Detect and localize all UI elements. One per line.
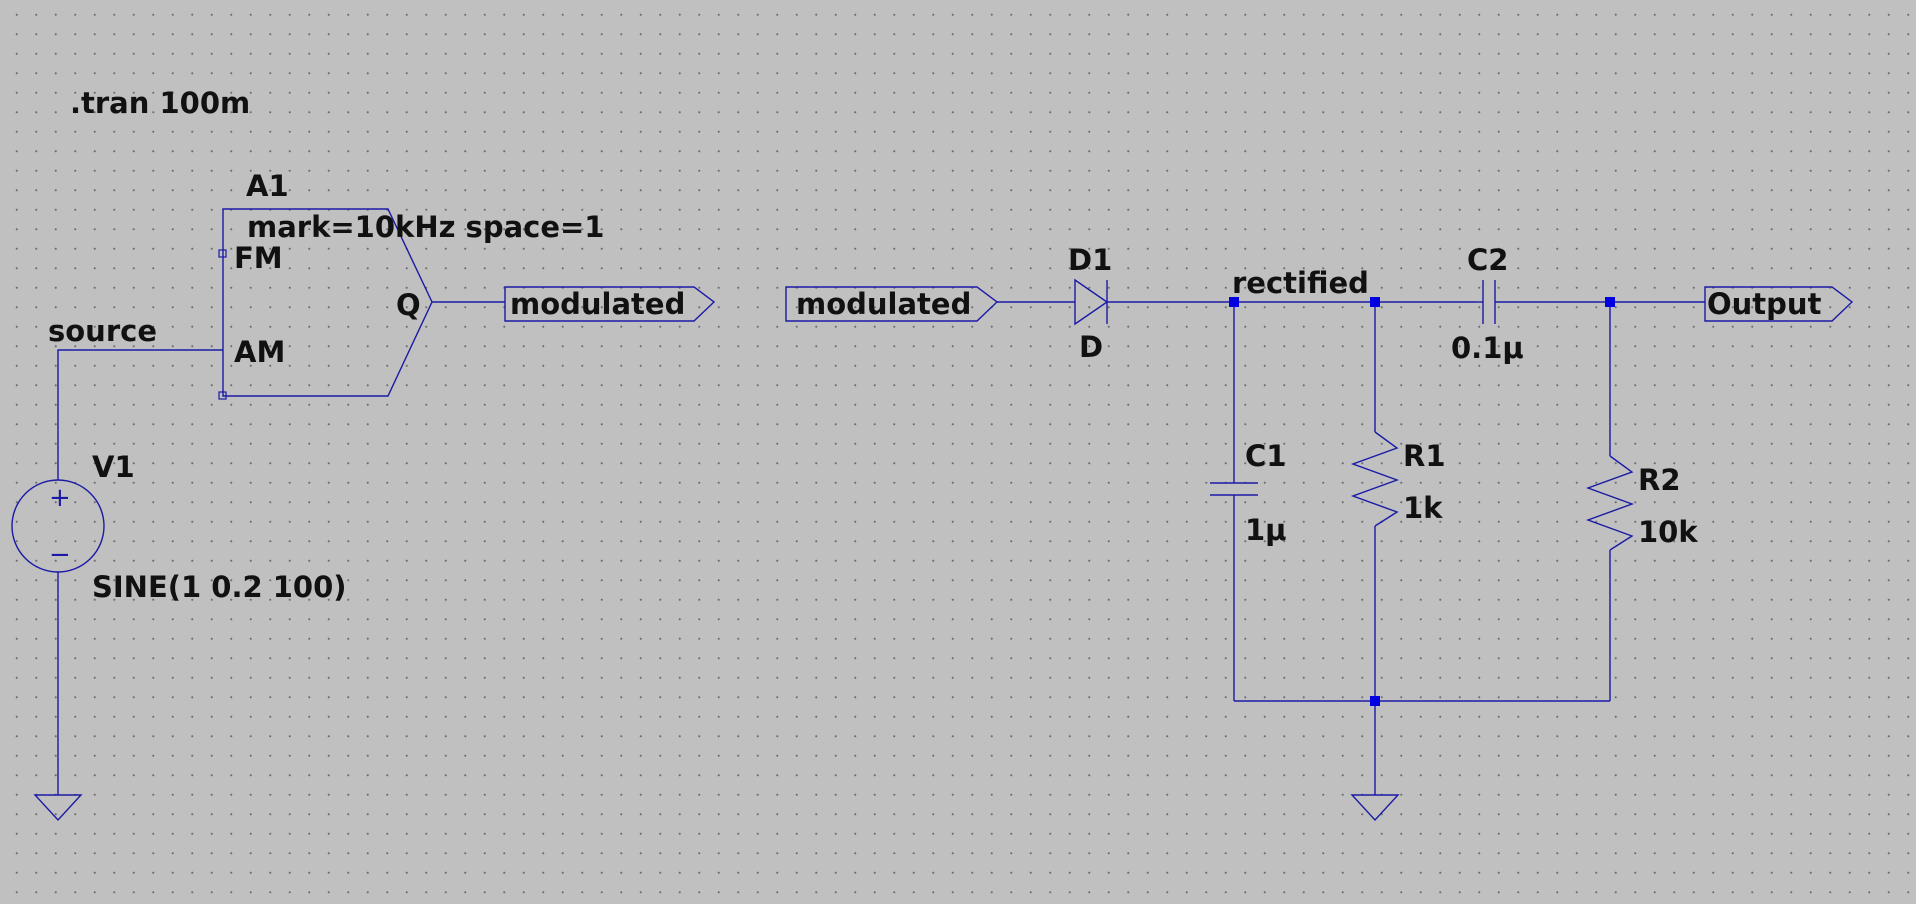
capacitor-c2[interactable] (1482, 280, 1496, 324)
resistor-r1[interactable] (1350, 431, 1400, 527)
plus-icon: + (49, 483, 71, 513)
d1-model-label: D (1079, 330, 1103, 364)
am-pin-label: AM (234, 335, 285, 369)
modulator-body[interactable] (222, 208, 433, 397)
r2-ref-label: R2 (1638, 463, 1681, 497)
diode-d1[interactable] (1074, 278, 1109, 326)
a1-ref-label: A1 (246, 169, 289, 203)
minus-icon: − (49, 540, 71, 570)
diode-triangle[interactable] (1074, 278, 1109, 326)
r1-value-label: 1k (1403, 491, 1443, 525)
fm-pin-label: FM (234, 241, 283, 275)
c1-value-label: 1μ (1245, 513, 1287, 547)
resistor-r2[interactable] (1585, 455, 1635, 551)
net-label-modulated-out: modulated (510, 287, 685, 321)
c2-value-label: 0.1μ (1451, 331, 1524, 365)
net-label-rectified: rectified (1232, 266, 1369, 300)
r1-ref-label: R1 (1403, 439, 1446, 473)
junction-ground[interactable] (1370, 696, 1380, 706)
wire-source[interactable] (57, 349, 223, 480)
c2-ref-label: C2 (1467, 243, 1508, 277)
ground-icon-2[interactable] (1350, 794, 1400, 822)
tran-directive[interactable]: .tran 100m (70, 86, 250, 120)
bottom-pin[interactable] (218, 391, 227, 400)
net-flag-modulated-in[interactable] (785, 286, 999, 322)
a1-params-label: mark=10kHz space=1 (247, 210, 605, 244)
net-label-source: source (48, 314, 157, 348)
junction-c1[interactable] (1229, 297, 1239, 307)
fm-pin[interactable] (218, 249, 227, 258)
v1-ref-label: V1 (92, 450, 135, 484)
junction-r2[interactable] (1605, 297, 1615, 307)
v1-value-label: SINE(1 0.2 100) (92, 570, 347, 604)
c1-ref-label: C1 (1245, 439, 1286, 473)
r2-value-label: 10k (1638, 515, 1698, 549)
junction-r1[interactable] (1370, 297, 1380, 307)
modulator-a1[interactable] (218, 208, 433, 400)
net-flag-modulated-out[interactable] (504, 286, 716, 322)
capacitor-c1[interactable] (1210, 482, 1258, 496)
voltage-source-v1[interactable]: + − (11, 479, 105, 822)
net-label-output: Output (1707, 287, 1822, 321)
d1-ref-label: D1 (1068, 243, 1112, 277)
net-label-modulated-in: modulated (796, 287, 971, 321)
net-flag-output[interactable] (1704, 286, 1854, 322)
q-pin-label: Q (396, 288, 421, 322)
ground-icon[interactable] (33, 794, 83, 822)
